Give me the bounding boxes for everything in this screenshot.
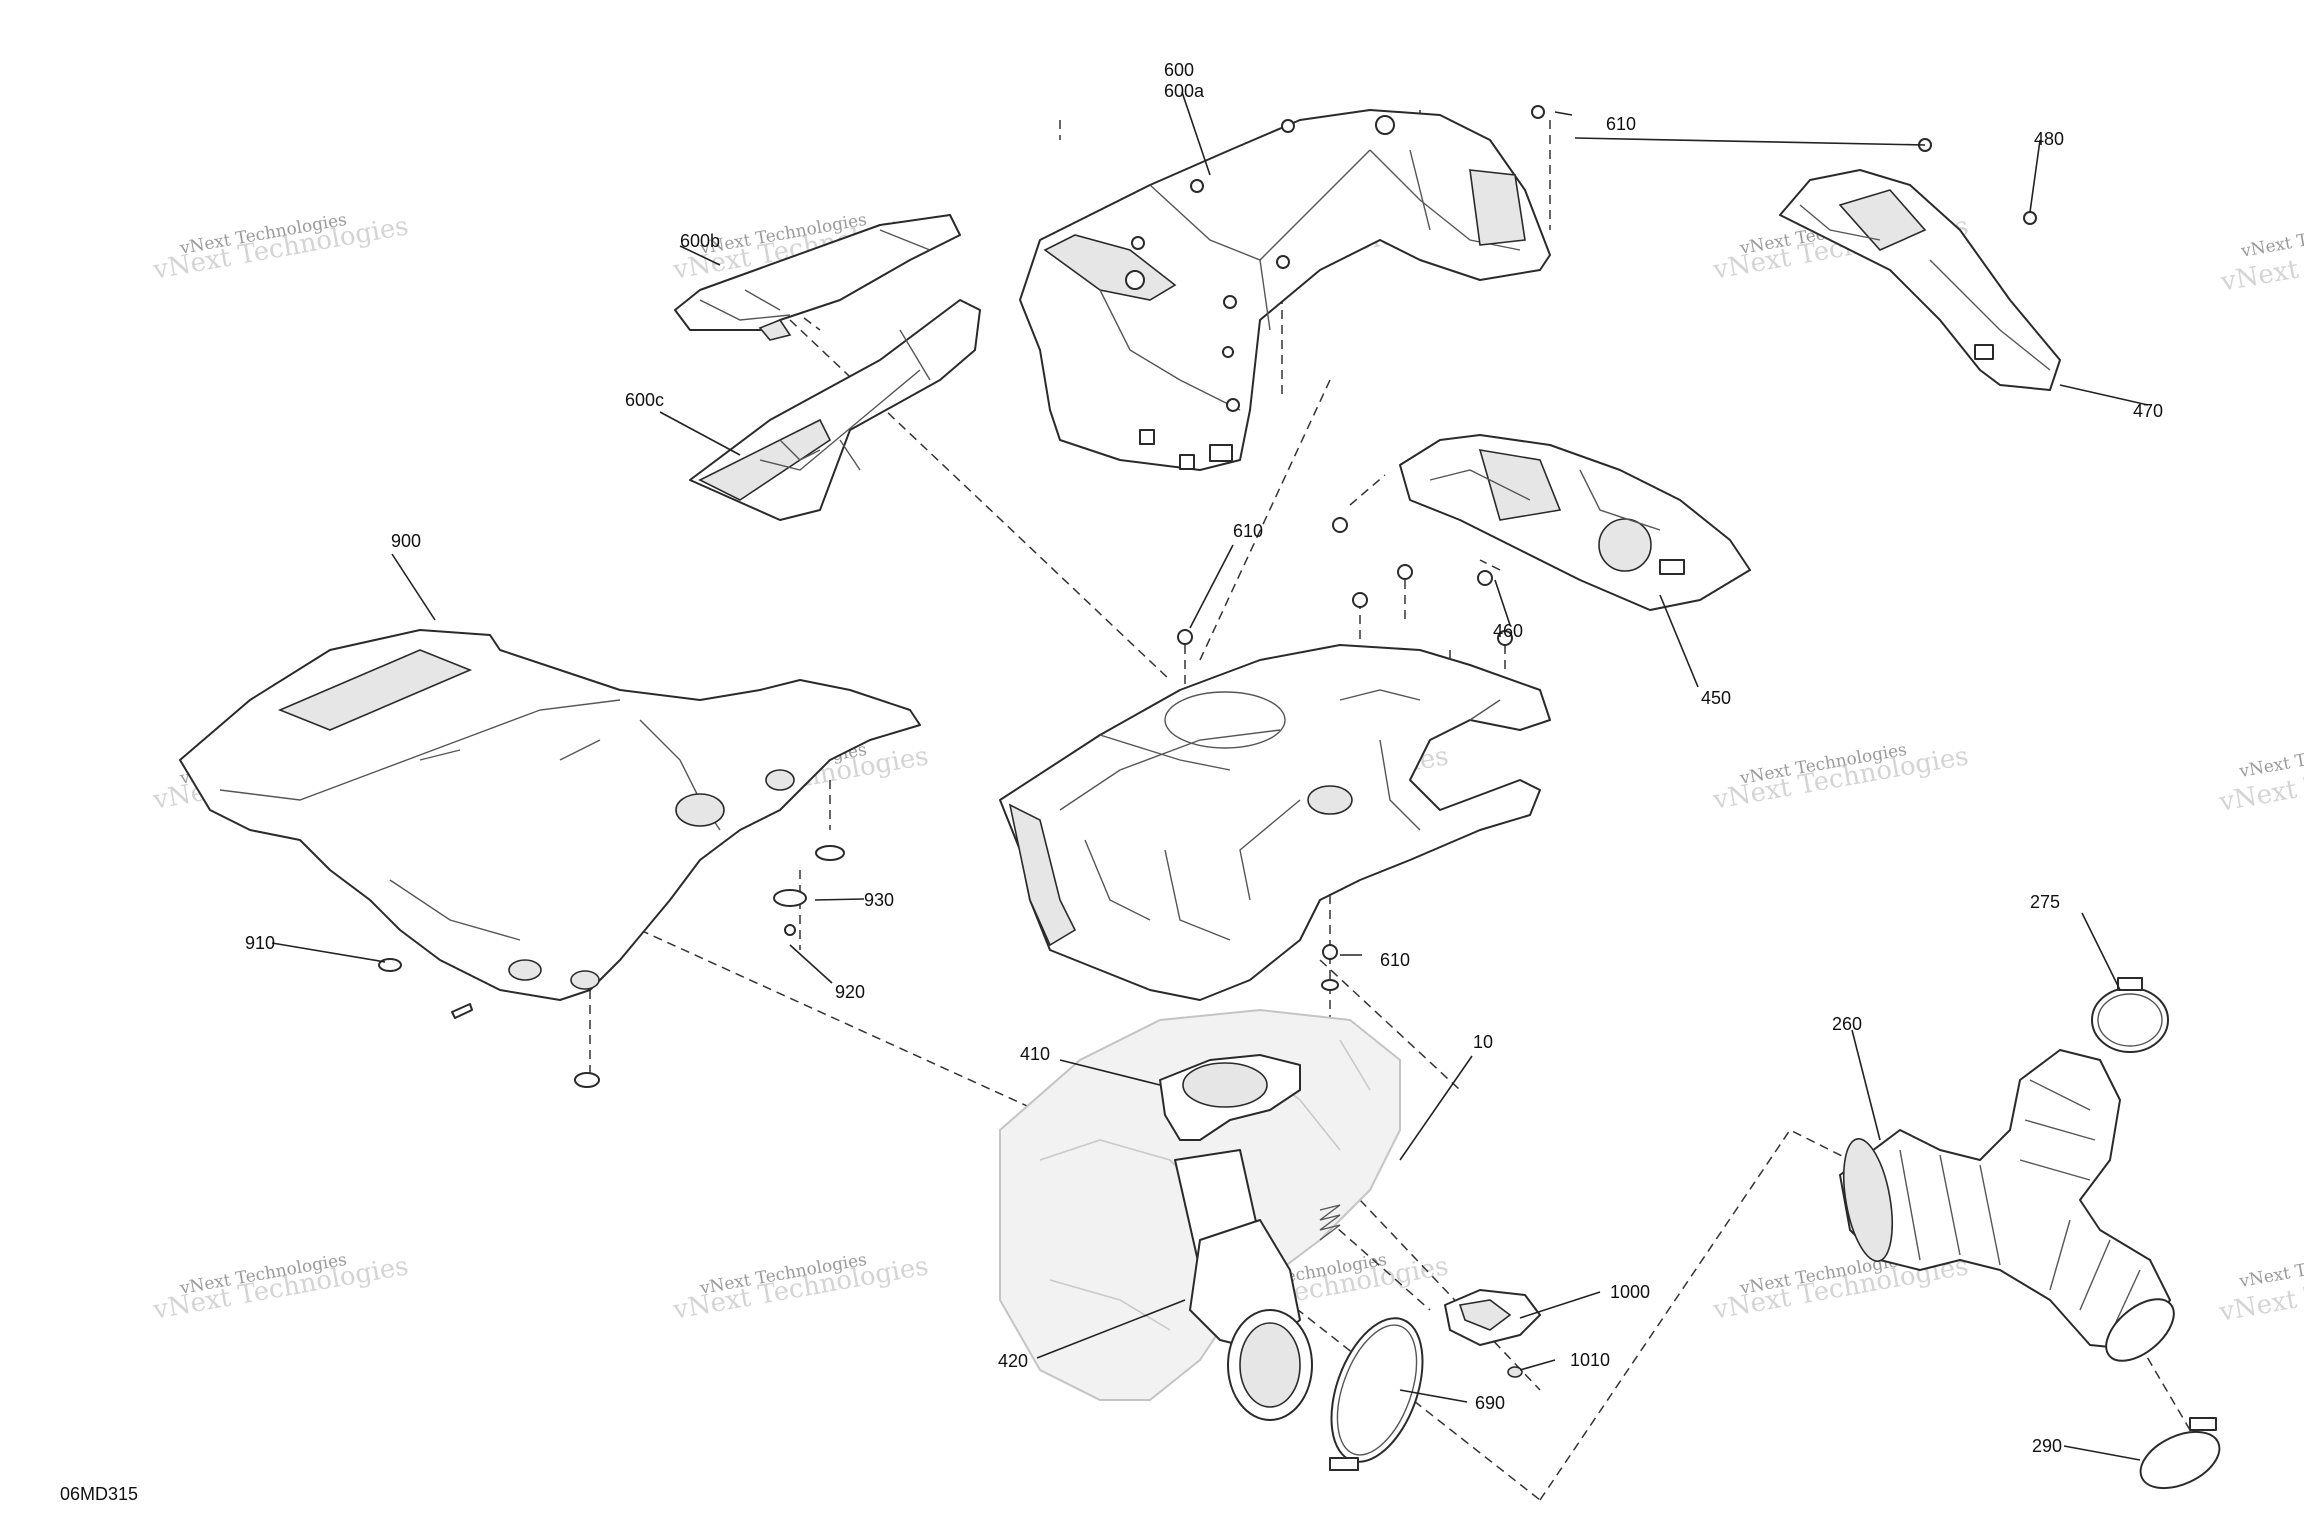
callout-690: 690 <box>1475 1393 1505 1413</box>
part-470-side-panel <box>1779 138 2061 391</box>
callout-600b: 600b <box>680 231 720 251</box>
watermark: vNext Technologies vNext Technologies <box>2216 1243 2304 1328</box>
spring-part <box>1319 1204 1341 1241</box>
callout-450: 450 <box>1701 688 1731 708</box>
watermark: vNext Technologies vNext Technologies <box>670 1250 931 1326</box>
callout-275: 275 <box>2030 892 2060 912</box>
callout-920: 920 <box>835 982 865 1002</box>
part-600c-filter-frame <box>689 299 981 521</box>
callout-610-low: 610 <box>1380 950 1410 970</box>
callout-600c: 600c <box>625 390 664 410</box>
callout-910: 910 <box>245 933 275 953</box>
part-450-side-cover <box>1399 434 1751 611</box>
part-420-inlet-duct <box>1189 1219 1313 1421</box>
callout-420: 420 <box>998 1351 1028 1371</box>
callout-480: 480 <box>2034 129 2064 149</box>
watermark: vNext Technologies vNext Technologies <box>150 1250 411 1326</box>
part-260-hose <box>1839 1049 2175 1362</box>
fasteners-10 <box>1177 564 1513 991</box>
callout-600: 600 <box>1164 60 1194 80</box>
callout-1000: 1000 <box>1610 1282 1650 1302</box>
callout-610-mid: 610 <box>1233 521 1263 541</box>
part-900-floor-panel <box>179 629 921 1001</box>
diagram-ref-code: 06MD315 <box>60 1484 138 1504</box>
part-600b-filter-cover <box>674 214 961 341</box>
callout-600a: 600a <box>1164 81 1205 101</box>
callout-610: 610 <box>1606 114 1636 134</box>
watermark: vNext Technologies vNext Technologies <box>1710 740 1971 816</box>
callout-1010: 1010 <box>1570 1350 1610 1370</box>
callout-10: 10 <box>1473 1032 1493 1052</box>
part-10-airbox <box>999 644 1551 1001</box>
callout-290: 290 <box>2032 1436 2062 1456</box>
callout-470: 470 <box>2133 401 2163 421</box>
leader-lines <box>271 91 2149 1461</box>
watermark: vNext Technologies vNext Technologies <box>2218 213 2304 298</box>
watermark: vNext Technologies vNext Technologies <box>150 210 411 286</box>
part-690-clamp <box>1329 1317 1424 1471</box>
callout-410: 410 <box>1020 1044 1050 1064</box>
part-1010-clip <box>1507 1366 1523 1378</box>
part-275-clamp <box>2091 977 2169 1053</box>
callout-930: 930 <box>864 890 894 910</box>
part-1000-cap <box>1444 1289 1541 1346</box>
callout-460: 460 <box>1493 621 1523 641</box>
callout-labels: 600 600a 610 480 470 600b 600c 900 610 4… <box>245 60 2163 1456</box>
part-600-upper-duct <box>1019 109 1551 471</box>
callout-260: 260 <box>1832 1014 1862 1034</box>
watermark: vNext Technologies vNext Technologies <box>2216 733 2304 818</box>
fasteners-600 <box>1131 105 1545 358</box>
part-290-cap <box>2139 1417 2221 1490</box>
callout-900: 900 <box>391 531 421 551</box>
screws-460 <box>1332 517 1493 586</box>
